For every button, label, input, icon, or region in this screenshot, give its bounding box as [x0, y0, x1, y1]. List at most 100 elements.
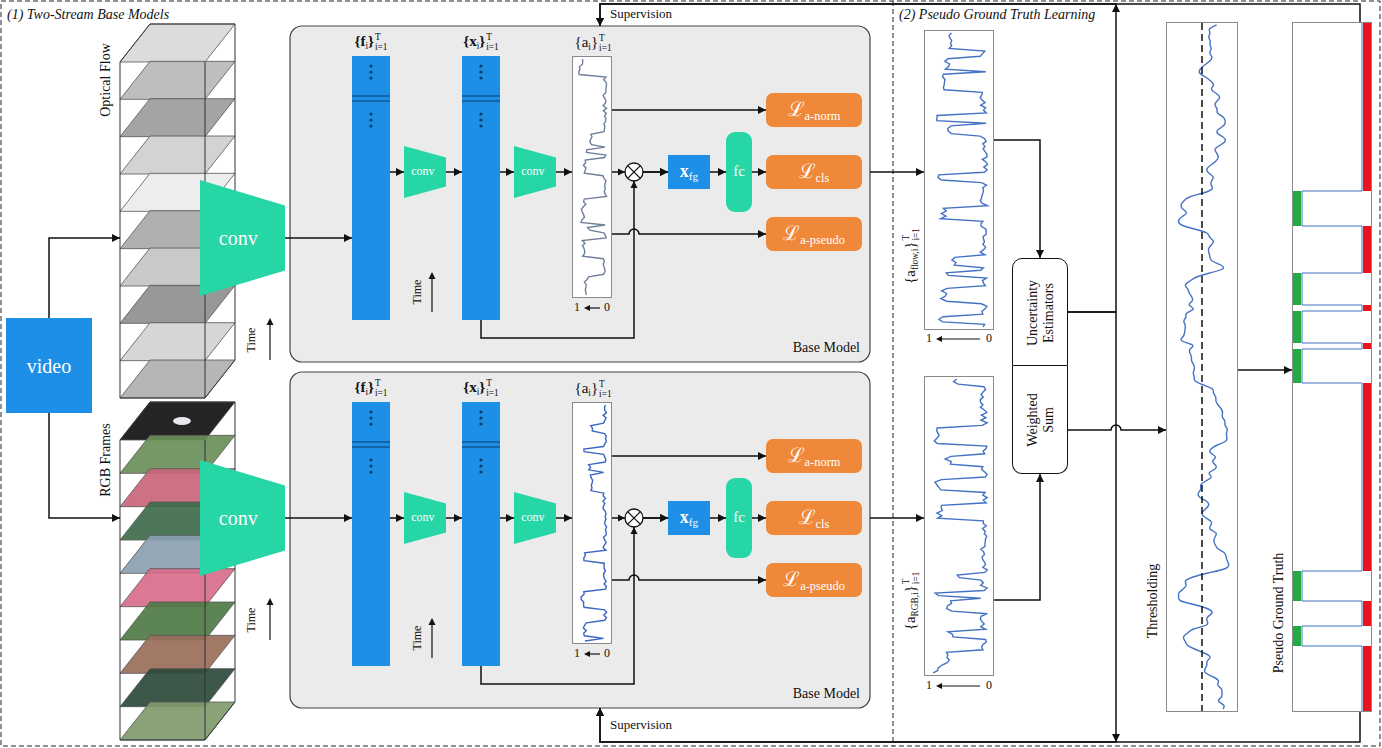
process-box: video: [6, 318, 92, 413]
text-group: ℒcls: [799, 160, 830, 185]
video-frame: [120, 669, 235, 707]
edge-label-box: Supervision: [608, 7, 674, 22]
ellipsis-dot: [369, 118, 372, 121]
stack-outline: [205, 702, 235, 740]
connector-arrow: [446, 171, 462, 173]
text-group: {xi}Ti=1: [463, 379, 498, 398]
multiply-circle: [625, 509, 643, 527]
shape-art: [573, 403, 611, 643]
trapezoid-fill: [514, 492, 556, 544]
stack-outline: [120, 402, 150, 440]
ellipsis-dot: [479, 118, 482, 121]
feature-column: {xi}Ti=1: [462, 402, 500, 666]
edge-label-box: Supervision: [608, 718, 674, 733]
divider-line: [462, 441, 500, 442]
stack-outline: [120, 62, 121, 398]
text-group: (2) Pseudo Ground Truth Learning: [899, 7, 1095, 23]
text-group: Weighted Sum: [1025, 387, 1057, 453]
conv-block: conv: [514, 492, 556, 544]
connector-arrow: [390, 517, 404, 519]
ellipsis-dot: [479, 76, 482, 79]
index-label: T: [486, 379, 492, 388]
axis-label: Time: [244, 328, 258, 353]
index-stack: Ti=1: [902, 228, 921, 240]
node-label: {a: [902, 616, 918, 630]
axis-tick: 0: [986, 678, 992, 692]
node-label: Weighted Sum: [1025, 393, 1056, 446]
text-group: video: [27, 354, 71, 377]
index-stack: Ti=1: [375, 33, 387, 52]
arrow-head: [429, 618, 436, 625]
index-label: i=1: [911, 572, 920, 584]
arrow-head: [631, 181, 638, 188]
text-group: ℒa-pseudo: [783, 222, 845, 247]
frame-stacks: [120, 24, 235, 740]
connector-arrow: [446, 517, 462, 519]
process-box: ℒcls: [766, 155, 862, 189]
time-arrow: [269, 322, 270, 360]
connector-arrow: [285, 237, 352, 239]
pseudo-gt-bar: Pseudo Ground Truth: [1292, 22, 1372, 712]
text-group: conv: [521, 511, 544, 525]
feature-column: {xi}Ti=1: [462, 56, 500, 320]
connector-arrow: [285, 517, 352, 519]
attention-plot: {aflow,i}Ti=1: [924, 30, 994, 330]
ellipsis-dot: [479, 458, 482, 461]
node-label: fc: [733, 163, 745, 179]
foreground-mark: [1293, 571, 1301, 601]
index-label: T: [902, 579, 911, 585]
foreground-mark: [1293, 311, 1301, 343]
attention-plot: {ai}Ti=1: [572, 402, 612, 644]
connector-arrow: [870, 517, 924, 519]
connector-arrow: [600, 708, 1360, 742]
text-group: fc: [733, 509, 745, 526]
axis-tick: 1: [926, 331, 932, 345]
attention-plot: {aRGB,i}Ti=1: [924, 376, 994, 676]
text-group: ℒcls: [799, 506, 830, 531]
arrow-head: [936, 683, 942, 689]
video-frame: [120, 61, 235, 99]
text-group: {fi}Ti=1: [355, 33, 388, 52]
index-label: cls: [816, 170, 830, 184]
time-arrows: [270, 276, 980, 686]
ellipsis-dot: [369, 124, 372, 127]
time-arrow: [431, 622, 432, 658]
base-model-box: Base Model{fi}Ti=1conv{xi}Ti=1conv{ai}Ti…: [290, 372, 870, 708]
text-group: (1) Two-Stream Base Models: [7, 7, 169, 23]
axis-tick: 1: [574, 300, 580, 314]
process-box: ℒcls: [766, 501, 862, 535]
background-mark: [1363, 646, 1371, 711]
axis-tick: 1: [574, 646, 580, 660]
video-frame: [120, 24, 235, 62]
shape-art: [573, 57, 611, 297]
node-label: }: [902, 242, 918, 249]
foreground-mark: [1293, 349, 1301, 383]
multiply-cross: [628, 166, 641, 179]
index-label: i: [365, 386, 368, 396]
ellipsis-dot: [479, 70, 482, 73]
conv-block: conv: [200, 460, 285, 576]
index-stack: Ti=1: [486, 379, 498, 398]
text-group: Base Model: [793, 340, 860, 356]
axis-label: Time: [410, 280, 424, 305]
index-label: T: [486, 33, 492, 42]
background-mark: [1363, 226, 1371, 273]
node-label: Uncertainty Estimators: [1025, 280, 1056, 346]
text-group: xfg: [680, 161, 698, 183]
index-label: T: [375, 33, 381, 42]
axis-arrow: [940, 338, 980, 339]
shape-art: [462, 402, 500, 666]
conv-block: conv: [200, 180, 285, 296]
ellipsis-dot: [369, 470, 372, 473]
connector-arrow: [556, 517, 572, 519]
text-group: {ai}Ti=1: [574, 380, 611, 399]
node-label: ℒ: [783, 222, 800, 244]
index-label: a-pseudo: [800, 578, 845, 592]
panel-divider: [893, 1, 894, 746]
node-label: }: [591, 34, 598, 50]
index-stack: Ti=1: [902, 572, 921, 584]
divider-line: [352, 100, 390, 101]
ellipsis-dot: [369, 464, 372, 467]
ellipsis-dot: [369, 70, 372, 73]
arrow-head: [936, 336, 942, 342]
